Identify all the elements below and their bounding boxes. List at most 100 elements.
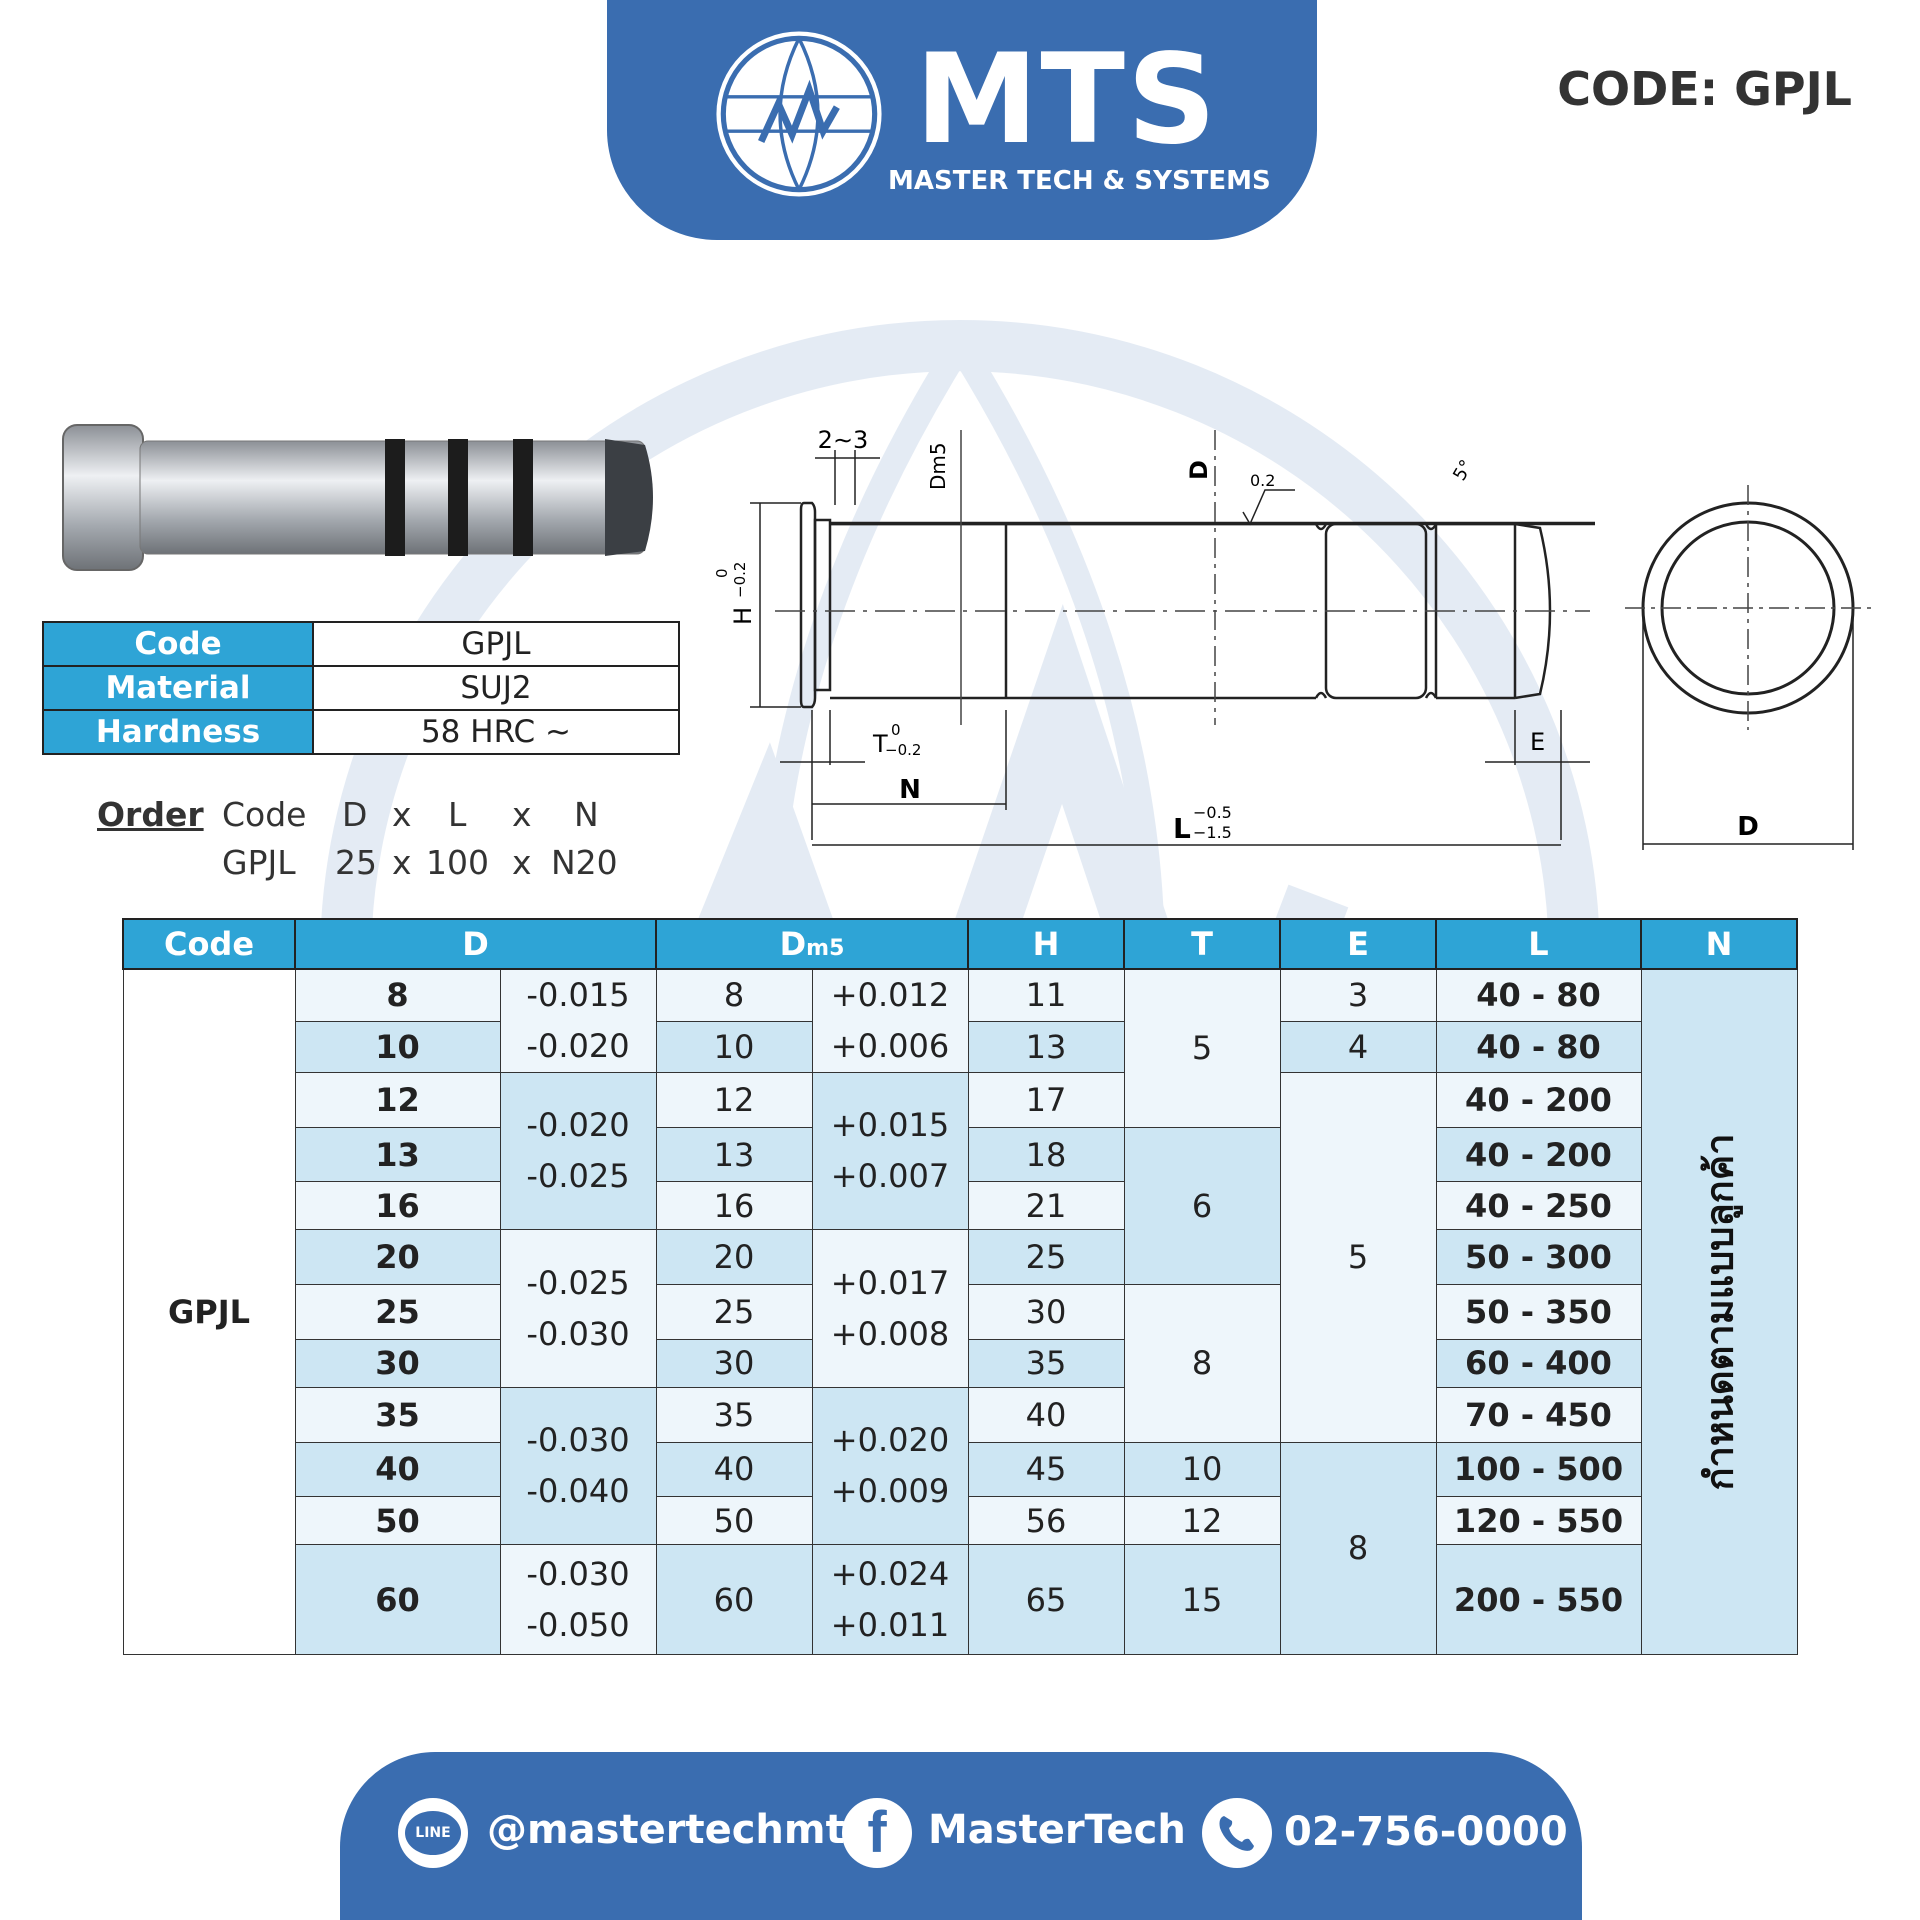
- t-cell: 12: [1123, 1496, 1281, 1546]
- dm5-tol-cell: +0.020+0.009: [811, 1386, 969, 1546]
- t-cell: 10: [1123, 1441, 1281, 1498]
- l-cell: 50 - 350: [1435, 1284, 1642, 1340]
- header-t: T: [1123, 918, 1281, 970]
- dm5-cell: 30: [655, 1338, 813, 1388]
- brand-tagline: MASTER TECH & SYSTEMS: [888, 166, 1271, 196]
- l-cell: 40 - 80: [1435, 1020, 1642, 1074]
- footer-banner: [340, 1752, 1582, 1920]
- l-cell: 120 - 550: [1435, 1496, 1642, 1546]
- dm5-cell: 20: [655, 1229, 813, 1286]
- h-cell: 13: [967, 1020, 1125, 1074]
- roughness-label: 0.2: [1250, 471, 1275, 490]
- dm5-tol-cell: +0.012+0.006: [811, 968, 969, 1073]
- h-tol-upper: 0: [715, 568, 731, 578]
- l-cell: 70 - 450: [1435, 1386, 1642, 1443]
- l-cell: 40 - 200: [1435, 1126, 1642, 1183]
- guide-pin-photo: [62, 424, 653, 571]
- l-tol-lower: −1.5: [1193, 823, 1232, 842]
- table-row: 35 -0.030-0.040 35 +0.020+0.009 40 70 - …: [123, 1386, 1797, 1546]
- d-tol-cell: -0.030-0.040: [499, 1386, 657, 1546]
- l-cell: 60 - 400: [1435, 1338, 1642, 1388]
- h-cell: 18: [967, 1126, 1125, 1183]
- d-cell: 16: [294, 1181, 501, 1231]
- d-cell: 30: [294, 1338, 501, 1388]
- l-cell: 40 - 200: [1435, 1072, 1642, 1128]
- table-row: 25 25 30 8 50 - 350: [123, 1284, 1797, 1443]
- table-row: GPJL 8 -0.015-0.020 8 +0.012+0.006 11 5 …: [122, 968, 1798, 1655]
- h-cell: 35: [967, 1338, 1125, 1388]
- dm5-cell: 50: [655, 1496, 813, 1546]
- d-tol-cell: -0.020-0.025: [499, 1071, 657, 1231]
- h-cell: 45: [967, 1441, 1125, 1498]
- dm5-tol-cell: +0.017+0.008: [811, 1229, 969, 1388]
- line-handle-link[interactable]: @mastertechmts: [487, 1807, 869, 1853]
- code-cell: GPJL: [122, 968, 296, 1655]
- t-cell: 15: [1123, 1544, 1281, 1655]
- d-tol-cell: -0.030-0.050: [499, 1544, 657, 1655]
- header-code: Code: [122, 918, 296, 970]
- n-label: N: [899, 775, 921, 805]
- order-n-label: N: [574, 795, 599, 834]
- h-cell: 11: [967, 968, 1125, 1022]
- spec-label: Hardness: [42, 709, 314, 755]
- l-cell: 40 - 250: [1435, 1181, 1642, 1231]
- d-cell: 60: [294, 1544, 501, 1655]
- order-x-sign: x: [392, 795, 412, 834]
- dm5-cell: 10: [655, 1020, 813, 1074]
- d-cell: 25: [294, 1284, 501, 1340]
- order-example-code: GPJL: [222, 843, 296, 882]
- table-row: 50 50 56 12 120 - 550: [123, 1496, 1797, 1546]
- phone-number-link[interactable]: 02-756-0000: [1284, 1809, 1568, 1855]
- header-dm5: Dm5: [655, 918, 969, 970]
- order-x-sign: x: [512, 843, 532, 882]
- table-row: 40 40 45 10 8 100 - 500: [123, 1441, 1797, 1656]
- table-row: 10 10 13 4 40 - 80: [123, 1020, 1797, 1074]
- facebook-page-link[interactable]: MasterTech: [928, 1807, 1186, 1853]
- spec-row: Code GPJL: [42, 621, 680, 667]
- t-tol-lower: −0.2: [885, 741, 921, 759]
- line-icon[interactable]: LINE: [398, 1798, 468, 1868]
- e-cell: 4: [1279, 1020, 1437, 1074]
- d-cell: 12: [294, 1072, 501, 1128]
- d-cell: 20: [294, 1229, 501, 1286]
- table-row: 60 -0.030-0.050 60 +0.024+0.011 65 15 20…: [123, 1544, 1797, 1655]
- phone-icon[interactable]: [1202, 1798, 1272, 1868]
- dm5-tol-cell: +0.015+0.007: [811, 1071, 969, 1231]
- dm5-cell: 25: [655, 1284, 813, 1340]
- h-cell: 21: [967, 1181, 1125, 1231]
- l-label: L: [1173, 812, 1191, 845]
- order-l-label: L: [448, 795, 467, 834]
- h-cell: 40: [967, 1386, 1125, 1443]
- facebook-icon[interactable]: f: [842, 1798, 912, 1868]
- spec-value: SUJ2: [312, 665, 680, 711]
- dimension-table: Code D Dm5 H T E L N GPJL 8 -0.015-0.020…: [122, 918, 1798, 1656]
- spec-value: GPJL: [312, 621, 680, 667]
- table-header-row: Code D Dm5 H T E L N: [122, 918, 1798, 970]
- order-code-label: Code: [222, 795, 307, 834]
- product-code-title: CODE: GPJL: [1557, 62, 1852, 116]
- l-cell: 50 - 300: [1435, 1229, 1642, 1286]
- n-note-cell: กำหนดตามแบบลูกค้า: [1640, 968, 1798, 1655]
- header-n: N: [1640, 918, 1798, 970]
- h-cell: 25: [967, 1229, 1125, 1286]
- l-tol-upper: −0.5: [1193, 803, 1232, 822]
- d-tol-cell: -0.025-0.030: [499, 1229, 657, 1388]
- pin-outline: [799, 501, 1595, 709]
- h-cell: 56: [967, 1496, 1125, 1546]
- spec-row: Material SUJ2: [42, 665, 680, 711]
- h-cell: 65: [967, 1544, 1125, 1655]
- dm5-cell: 35: [655, 1386, 813, 1443]
- angle-label: 5°: [1449, 456, 1477, 484]
- end-d-label: D: [1737, 812, 1759, 842]
- dm5-tol-cell: +0.024+0.011: [811, 1544, 969, 1655]
- e-cell: 3: [1279, 968, 1437, 1022]
- h-cell: 17: [967, 1072, 1125, 1128]
- d-cell: 13: [294, 1126, 501, 1183]
- header-d: D: [294, 918, 657, 970]
- globe-logo-icon: [716, 31, 882, 197]
- header-h: H: [967, 918, 1125, 970]
- table-row: 20 -0.025-0.030 20 +0.017+0.008 25 50 - …: [123, 1229, 1797, 1388]
- dm5-cell: 13: [655, 1126, 813, 1183]
- dm5-cell: 60: [655, 1544, 813, 1655]
- t-cell: 5: [1123, 968, 1281, 1128]
